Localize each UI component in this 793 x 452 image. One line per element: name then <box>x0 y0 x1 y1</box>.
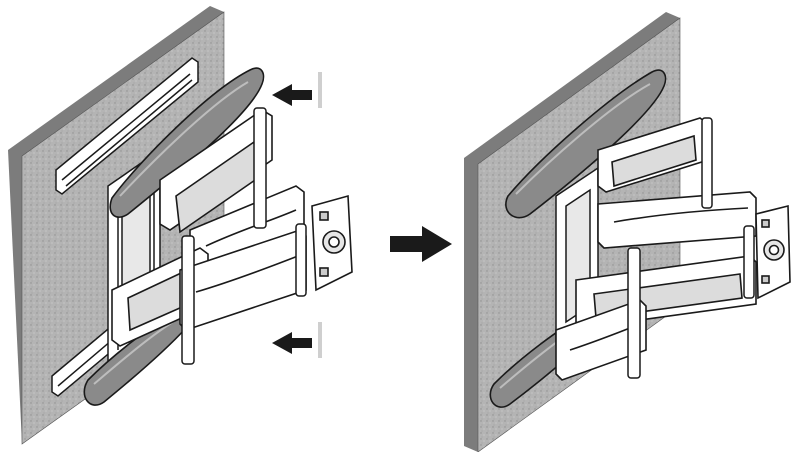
panel-after <box>464 12 791 452</box>
push-arrow-lower <box>272 322 322 358</box>
pivot-posts-installed <box>627 117 755 379</box>
push-arrow-upper <box>272 72 322 108</box>
tilt-head <box>311 194 353 292</box>
upper-cover <box>109 67 265 218</box>
panel-before <box>8 6 353 445</box>
wall-plate-top <box>55 57 199 195</box>
swing-arm-upper <box>159 109 305 277</box>
tilt-head-installed <box>755 204 791 300</box>
right-arrow <box>390 226 452 262</box>
upper-cover-installed <box>505 69 667 219</box>
pivot-posts <box>181 107 307 365</box>
